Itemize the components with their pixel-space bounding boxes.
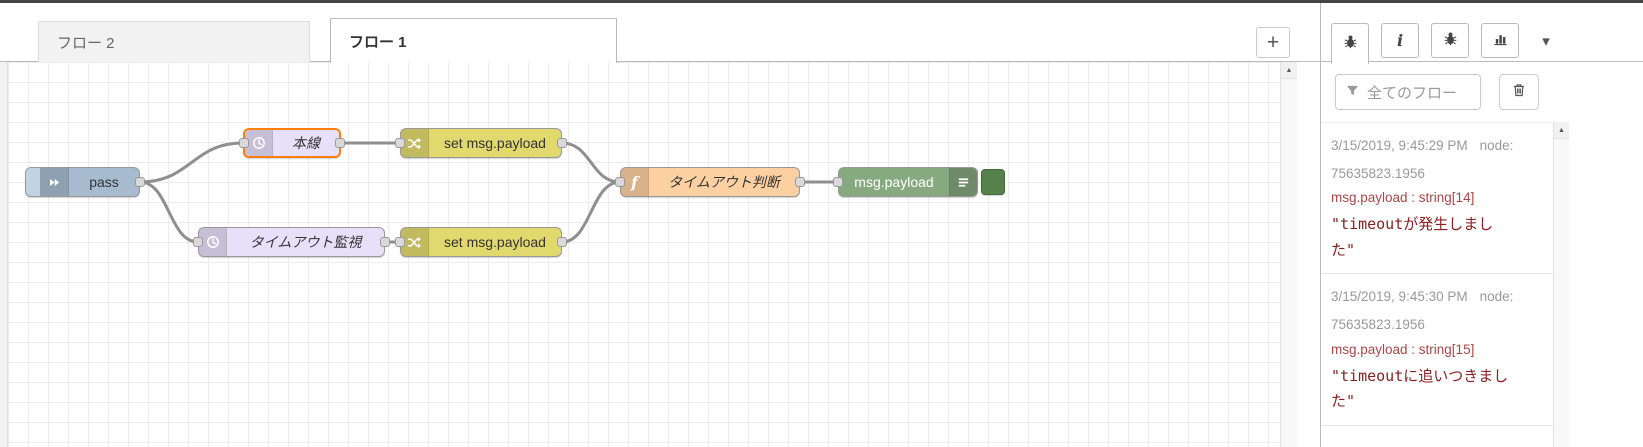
function-icon: f [621, 168, 649, 196]
scroll-up-arrow[interactable]: ▲ [1554, 122, 1569, 139]
node-change-set-payload-bottom[interactable]: set msg.payload [395, 227, 567, 257]
debug-timestamp: 3/15/2019, 9:45:30 PM [1331, 289, 1468, 305]
node-label: タイムアウト監視 [249, 234, 362, 250]
node-change-set-payload-top[interactable]: set msg.payload [395, 128, 567, 158]
palette-edge [0, 62, 8, 447]
node-inject-pass[interactable]: pass [25, 167, 145, 197]
funnel-icon [1346, 84, 1359, 101]
wire[interactable] [560, 141, 622, 184]
output-port[interactable] [335, 138, 345, 148]
info-icon: i [1396, 31, 1404, 50]
input-port[interactable] [395, 237, 405, 247]
debug-sidebar: i ▾ 全てのフロー [1320, 0, 1643, 447]
sidebar-menu-caret[interactable]: ▾ [1542, 33, 1550, 50]
node-label: タイムアウト判断 [668, 174, 780, 190]
output-port[interactable] [557, 237, 567, 247]
tab-flow-2-label: フロー 2 [57, 34, 115, 52]
tab-debug-secondary[interactable] [1431, 23, 1469, 58]
wire[interactable] [560, 180, 622, 244]
tab-flow-2[interactable]: フロー 2 [38, 21, 310, 62]
node-function-timeout-judge[interactable]: f タイムアウト判断 [615, 167, 805, 197]
debug-filter-button[interactable]: 全てのフロー [1335, 74, 1481, 110]
inject-trigger-button[interactable] [26, 168, 41, 196]
input-port[interactable] [395, 138, 405, 148]
shuffle-icon [401, 129, 429, 157]
bug-icon [1343, 34, 1358, 54]
debug-node-id: node: 75635823.1956 [1331, 289, 1514, 333]
input-port[interactable] [239, 138, 249, 148]
debug-clear-button[interactable] [1499, 74, 1539, 110]
node-debug-payload[interactable]: msg.payload [833, 167, 978, 197]
tab-flow-1-label: フロー 1 [349, 33, 407, 51]
output-port[interactable] [557, 138, 567, 148]
output-port[interactable] [380, 237, 390, 247]
node-delay-main-line[interactable]: 本線 [239, 128, 345, 158]
shuffle-icon [401, 228, 429, 256]
output-port[interactable] [135, 177, 145, 187]
node-label: 本線 [292, 135, 320, 151]
tab-flow-1[interactable]: フロー 1 [330, 18, 617, 63]
debug-property: msg.payload : string[14] [1331, 190, 1475, 206]
tab-dashboard[interactable] [1481, 23, 1519, 58]
clock-icon [245, 130, 273, 156]
debug-filter-label: 全てのフロー [1367, 84, 1458, 102]
debug-value: "timeoutに追いつきました" [1331, 366, 1509, 411]
scroll-up-arrow[interactable]: ▲ [1281, 62, 1297, 79]
bug-icon [1443, 31, 1458, 51]
flow-canvas[interactable]: pass 本線 set msg.payload タイムアウト [8, 62, 1280, 447]
debug-value: "timeoutが発生しました" [1331, 215, 1494, 259]
clock-icon [199, 228, 227, 256]
node-label: set msg.payload [444, 234, 546, 250]
node-label: msg.payload [854, 174, 934, 190]
inject-arrow-icon [41, 168, 69, 196]
tab-info[interactable]: i [1381, 23, 1419, 58]
canvas-scrollbar[interactable]: ▲ [1280, 62, 1297, 447]
add-flow-button[interactable]: + [1256, 27, 1290, 58]
debug-timestamp: 3/15/2019, 9:45:29 PM [1331, 138, 1468, 153]
input-port[interactable] [193, 237, 203, 247]
debug-enable-toggle-button[interactable] [981, 169, 1005, 195]
node-label: pass [89, 174, 119, 190]
wire[interactable] [138, 141, 245, 184]
debug-node-id: node: 75635823.1956 [1331, 138, 1514, 181]
bar-chart-icon [1493, 31, 1508, 51]
node-delay-timeout-watch[interactable]: タイムアウト監視 [193, 227, 390, 257]
top-bar-edge [0, 0, 1643, 3]
input-port[interactable] [615, 177, 625, 187]
console-list-icon [949, 168, 977, 196]
node-label: set msg.payload [444, 135, 546, 151]
trash-icon [1512, 83, 1526, 102]
output-port[interactable] [795, 177, 805, 187]
debug-list-scrollbar[interactable]: ▲ [1553, 122, 1569, 447]
tab-debug[interactable] [1331, 23, 1369, 64]
sidebar-tab-bar: i ▾ [1321, 0, 1643, 64]
debug-property: msg.payload : string[15] [1331, 341, 1475, 357]
wire[interactable] [138, 180, 200, 244]
input-port[interactable] [833, 177, 843, 187]
